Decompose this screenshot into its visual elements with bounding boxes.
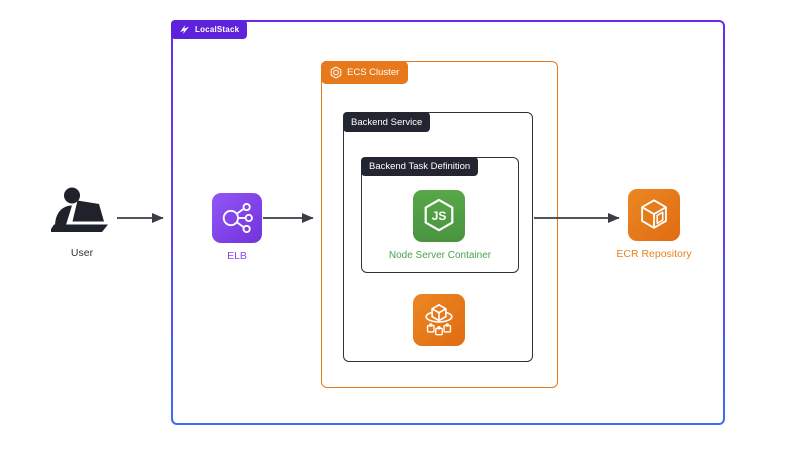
backend-task-definition-badge-label: Backend Task Definition xyxy=(369,161,471,172)
node-server-container-label: Node Server Container xyxy=(388,250,492,261)
localstack-badge: LocalStack xyxy=(171,20,248,39)
ecs-cluster-icon xyxy=(330,66,342,79)
elb-icon xyxy=(212,193,262,243)
elb-label: ELB xyxy=(227,250,247,262)
ecs-cluster-badge: ECS Cluster xyxy=(321,61,409,84)
user-label: User xyxy=(70,247,94,259)
backend-service-badge-label: Backend Service xyxy=(351,116,423,128)
localstack-logo-icon xyxy=(179,24,190,35)
ecr-repository-label: ECR Repository xyxy=(616,248,692,260)
backend-task-definition-badge: Backend Task Definition xyxy=(361,157,479,176)
ecs-cluster-box xyxy=(321,61,558,388)
backend-service-badge: Backend Service xyxy=(343,112,431,132)
nodejs-js-letters: JS xyxy=(432,209,447,223)
nodejs-icon: JS xyxy=(413,190,465,242)
localstack-badge-label: LocalStack xyxy=(195,25,240,34)
ecr-repository-icon xyxy=(628,189,680,241)
ecs-cluster-badge-label: ECS Cluster xyxy=(347,67,400,78)
ecs-service-icon xyxy=(413,294,465,346)
user-icon xyxy=(49,186,113,238)
backend-service-box xyxy=(343,112,533,362)
